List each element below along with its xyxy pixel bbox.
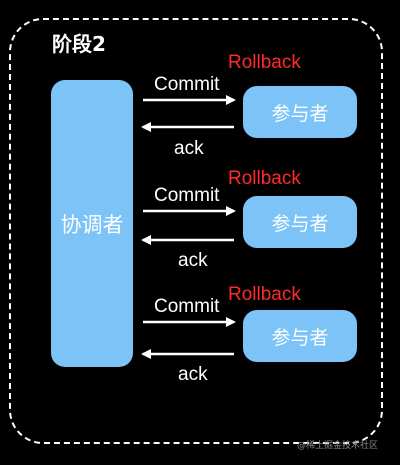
rollback-label-2: Rollback bbox=[228, 168, 301, 189]
ack-label-1: ack bbox=[174, 138, 204, 159]
participant-label-3: 参与者 bbox=[271, 326, 329, 349]
stage-frame bbox=[9, 18, 383, 444]
commit-label-3: Commit bbox=[154, 296, 220, 317]
ack-label-3: ack bbox=[178, 364, 208, 385]
coordinator-label: 协调者 bbox=[60, 212, 124, 237]
rollback-label-1: Rollback bbox=[228, 52, 301, 73]
commit-label-1: Commit bbox=[154, 74, 220, 95]
participant-box-1: 参与者 bbox=[243, 86, 357, 138]
watermark: @稀土掘金技术社区 bbox=[296, 441, 378, 451]
stage-title: 阶段2 bbox=[52, 32, 106, 56]
participant-label-1: 参与者 bbox=[271, 102, 329, 125]
ack-label-2: ack bbox=[178, 250, 208, 271]
participant-box-3: 参与者 bbox=[243, 310, 357, 362]
participant-label-2: 参与者 bbox=[271, 212, 329, 235]
commit-label-2: Commit bbox=[154, 185, 220, 206]
coordinator-box: 协调者 bbox=[51, 80, 133, 367]
rollback-label-3: Rollback bbox=[228, 284, 301, 305]
participant-box-2: 参与者 bbox=[243, 196, 357, 248]
